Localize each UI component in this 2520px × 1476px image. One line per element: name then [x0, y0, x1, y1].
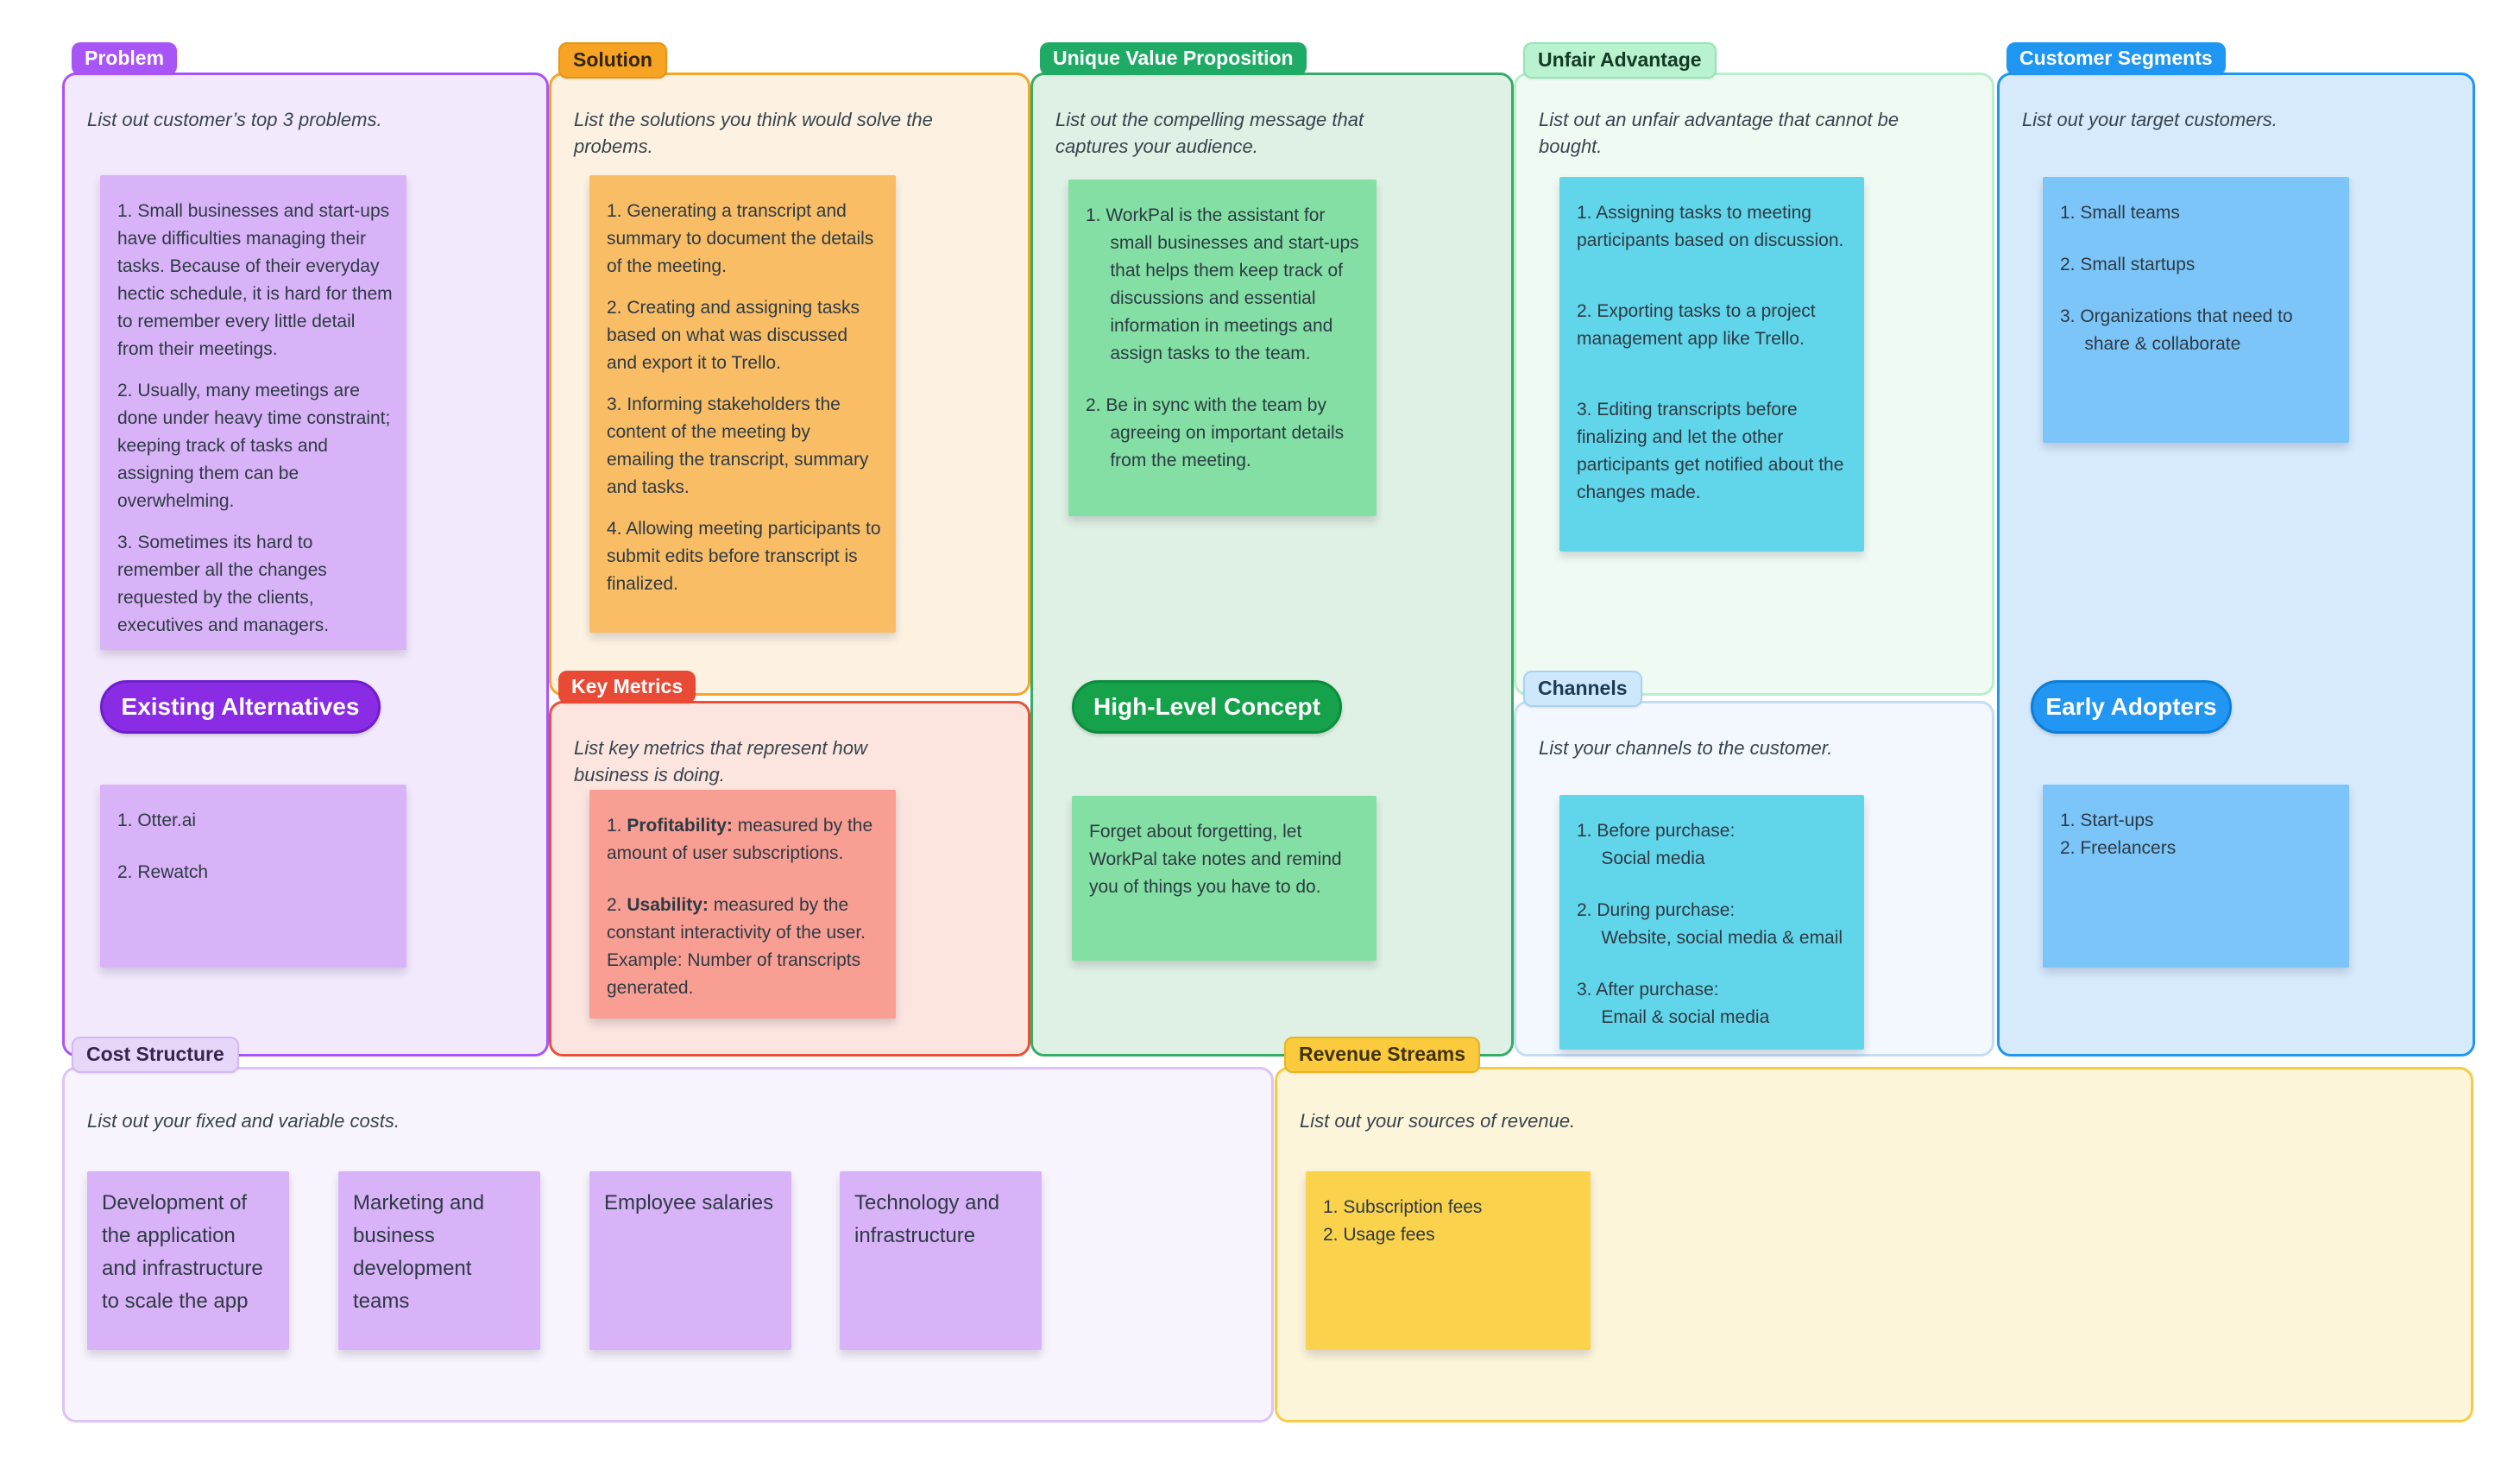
unfair-advantage-label[interactable]: Unfair Advantage — [1523, 42, 1717, 79]
customer-segments-hint: List out your target customers. — [2022, 109, 2277, 130]
solution-note[interactable]: 1. Generating a transcript and summary t… — [589, 175, 896, 633]
problem-hint: List out customer’s top 3 problems. — [87, 109, 382, 130]
cost-note-development[interactable]: Development of the application and infra… — [87, 1171, 289, 1350]
high-level-concept-pill[interactable]: High-Level Concept — [1072, 680, 1342, 734]
cost-note-marketing[interactable]: Marketing and business development teams — [338, 1171, 540, 1350]
key-metrics-note[interactable]: 1. Profitability: measured by the amount… — [589, 790, 896, 1019]
cost-note-technology[interactable]: Technology and infrastructure — [840, 1171, 1042, 1350]
channels-hint: List your channels to the customer. — [1539, 737, 1833, 759]
unfair-advantage-note[interactable]: 1. Assigning tasks to meeting participan… — [1559, 177, 1864, 552]
unique-value-proposition-hint: List out the compelling message that cap… — [1055, 109, 1364, 157]
revenue-streams-panel: Revenue Streams List out your sources of… — [1275, 1037, 2473, 1422]
problem-panel: Problem List out customer’s top 3 proble… — [62, 42, 549, 1057]
early-adopters-pill[interactable]: Early Adopters — [2031, 680, 2232, 734]
cost-note-salaries[interactable]: Employee salaries — [589, 1171, 791, 1350]
revenue-streams-label[interactable]: Revenue Streams — [1284, 1037, 1481, 1073]
problem-label[interactable]: Problem — [72, 42, 178, 75]
unfair-advantage-panel: Unfair Advantage List out an unfair adva… — [1514, 42, 1994, 696]
unique-value-proposition-label[interactable]: Unique Value Proposition — [1040, 42, 1307, 75]
cost-structure-panel: Cost Structure List out your fixed and v… — [62, 1037, 1274, 1422]
unique-value-proposition-panel: Unique Value Proposition List out the co… — [1030, 42, 1514, 1057]
cost-structure-hint: List out your fixed and variable costs. — [87, 1110, 400, 1132]
existing-alternatives-pill[interactable]: Existing Alternatives — [100, 680, 381, 734]
solution-panel: Solution List the solutions you think wo… — [549, 42, 1030, 696]
unfair-advantage-hint: List out an unfair advantage that cannot… — [1539, 109, 1899, 157]
key-metrics-label[interactable]: Key Metrics — [558, 671, 696, 703]
problem-note[interactable]: 1. Small businesses and start-ups have d… — [100, 175, 406, 650]
high-level-concept-note[interactable]: Forget about forgetting, let WorkPal tak… — [1072, 796, 1377, 961]
key-metrics-panel: Key Metrics List key metrics that repres… — [549, 671, 1030, 1057]
solution-label[interactable]: Solution — [558, 42, 667, 79]
cost-structure-label[interactable]: Cost Structure — [72, 1037, 239, 1073]
customer-segments-panel: Customer Segments List out your target c… — [1997, 42, 2475, 1057]
key-metrics-hint: List key metrics that represent how busi… — [574, 737, 867, 785]
revenue-streams-hint: List out your sources of revenue. — [1300, 1110, 1576, 1132]
channels-label[interactable]: Channels — [1523, 671, 1642, 707]
solution-hint: List the solutions you think would solve… — [574, 109, 933, 157]
customer-segments-label[interactable]: Customer Segments — [2007, 42, 2226, 75]
unique-value-proposition-note[interactable]: 1. WorkPal is the assistant for small bu… — [1068, 180, 1377, 516]
channels-panel: Channels List your channels to the custo… — [1514, 671, 1994, 1057]
